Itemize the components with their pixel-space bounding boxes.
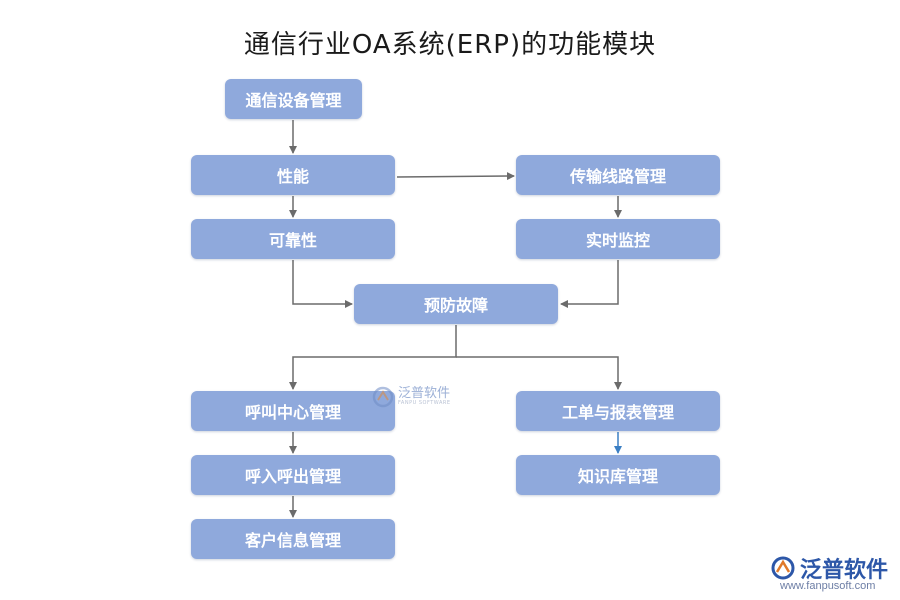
watermark-name: 泛普软件 xyxy=(398,386,451,402)
node-reliability: 可靠性 xyxy=(191,219,395,259)
brand-logo: 泛普软件 xyxy=(770,552,888,584)
node-call-center-management: 呼叫中心管理 xyxy=(191,391,395,431)
watermark-logo-icon xyxy=(372,386,394,408)
node-customer-info-management: 客户信息管理 xyxy=(191,519,395,559)
center-watermark: 泛普软件 FANPU SOFTWARE xyxy=(372,386,451,408)
node-work-order-report-management: 工单与报表管理 xyxy=(516,391,720,431)
node-realtime-monitoring: 实时监控 xyxy=(516,219,720,259)
edge-performance-transmission xyxy=(396,172,515,181)
brand-logo-icon xyxy=(771,556,795,580)
watermark-subtitle: FANPU SOFTWARE xyxy=(398,400,451,407)
edge-monitoring-prevention xyxy=(560,260,619,308)
edge-prevention-workorder xyxy=(456,356,622,390)
brand-url: www.fanpusoft.com xyxy=(780,580,876,592)
edge-prevention-branch xyxy=(289,325,457,390)
node-fault-prevention: 预防故障 xyxy=(354,284,558,324)
node-knowledge-base-management: 知识库管理 xyxy=(516,455,720,495)
edge-reliability-prevention xyxy=(292,260,353,308)
diagram-title: 通信行业OA系统(ERP)的功能模块 xyxy=(243,30,657,60)
node-transmission-line-management: 传输线路管理 xyxy=(516,155,720,195)
node-performance: 性能 xyxy=(191,155,395,195)
node-equipment-management: 通信设备管理 xyxy=(225,79,362,119)
node-inbound-outbound-management: 呼入呼出管理 xyxy=(191,455,395,495)
brand-name: 泛普软件 xyxy=(800,558,889,583)
